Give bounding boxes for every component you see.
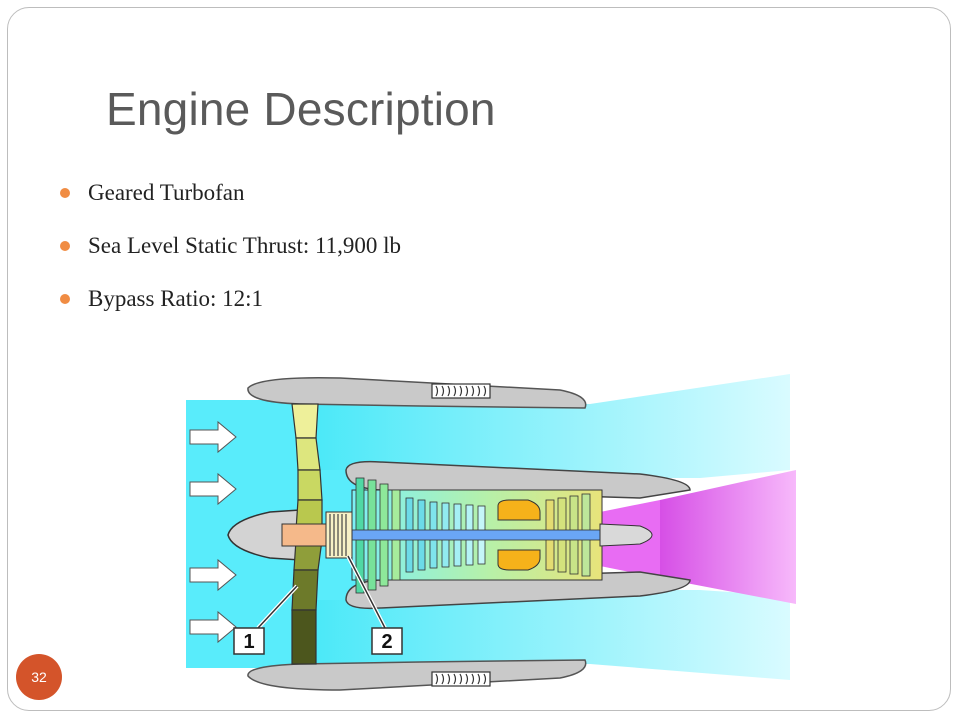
exhaust-plume — [660, 470, 796, 604]
callout-2: 2 — [346, 555, 403, 655]
page-number-badge: 32 — [16, 654, 62, 700]
bullet-item: Bypass Ratio: 12:1 — [60, 282, 401, 335]
reduction-gearbox — [281, 511, 353, 559]
inlet-flow-arrows — [189, 420, 237, 644]
bullet-dot-icon — [60, 294, 70, 304]
engine-shaft — [329, 529, 601, 541]
bullet-text: Bypass Ratio: 12:1 — [88, 286, 264, 311]
fan-spinner — [227, 509, 301, 561]
bullet-text: Sea Level Static Thrust: 11,900 lb — [88, 233, 402, 258]
nacelle-bottom — [247, 659, 587, 691]
callout-2-label: 2 — [381, 631, 392, 653]
exhaust-cone — [599, 523, 653, 547]
thrust-reverser-cascade-top — [431, 383, 491, 399]
slide-title: Engine Description — [106, 83, 496, 135]
fan-blade — [291, 403, 323, 665]
nacelle-top — [247, 376, 587, 409]
bullet-dot-icon — [60, 188, 70, 198]
combustor — [497, 499, 541, 571]
callout-1: 1 — [233, 584, 299, 655]
bullet-dot-icon — [60, 241, 70, 251]
engine-cutaway-diagram: 1 2 — [186, 374, 796, 691]
bullet-item: Sea Level Static Thrust: 11,900 lb — [60, 229, 401, 282]
thrust-reverser-cascade-bottom — [431, 671, 491, 687]
callout-1-label: 1 — [243, 631, 254, 653]
bullet-list: Geared Turbofan Sea Level Static Thrust:… — [60, 176, 401, 335]
bullet-text: Geared Turbofan — [88, 180, 245, 205]
bullet-item: Geared Turbofan — [60, 176, 401, 229]
